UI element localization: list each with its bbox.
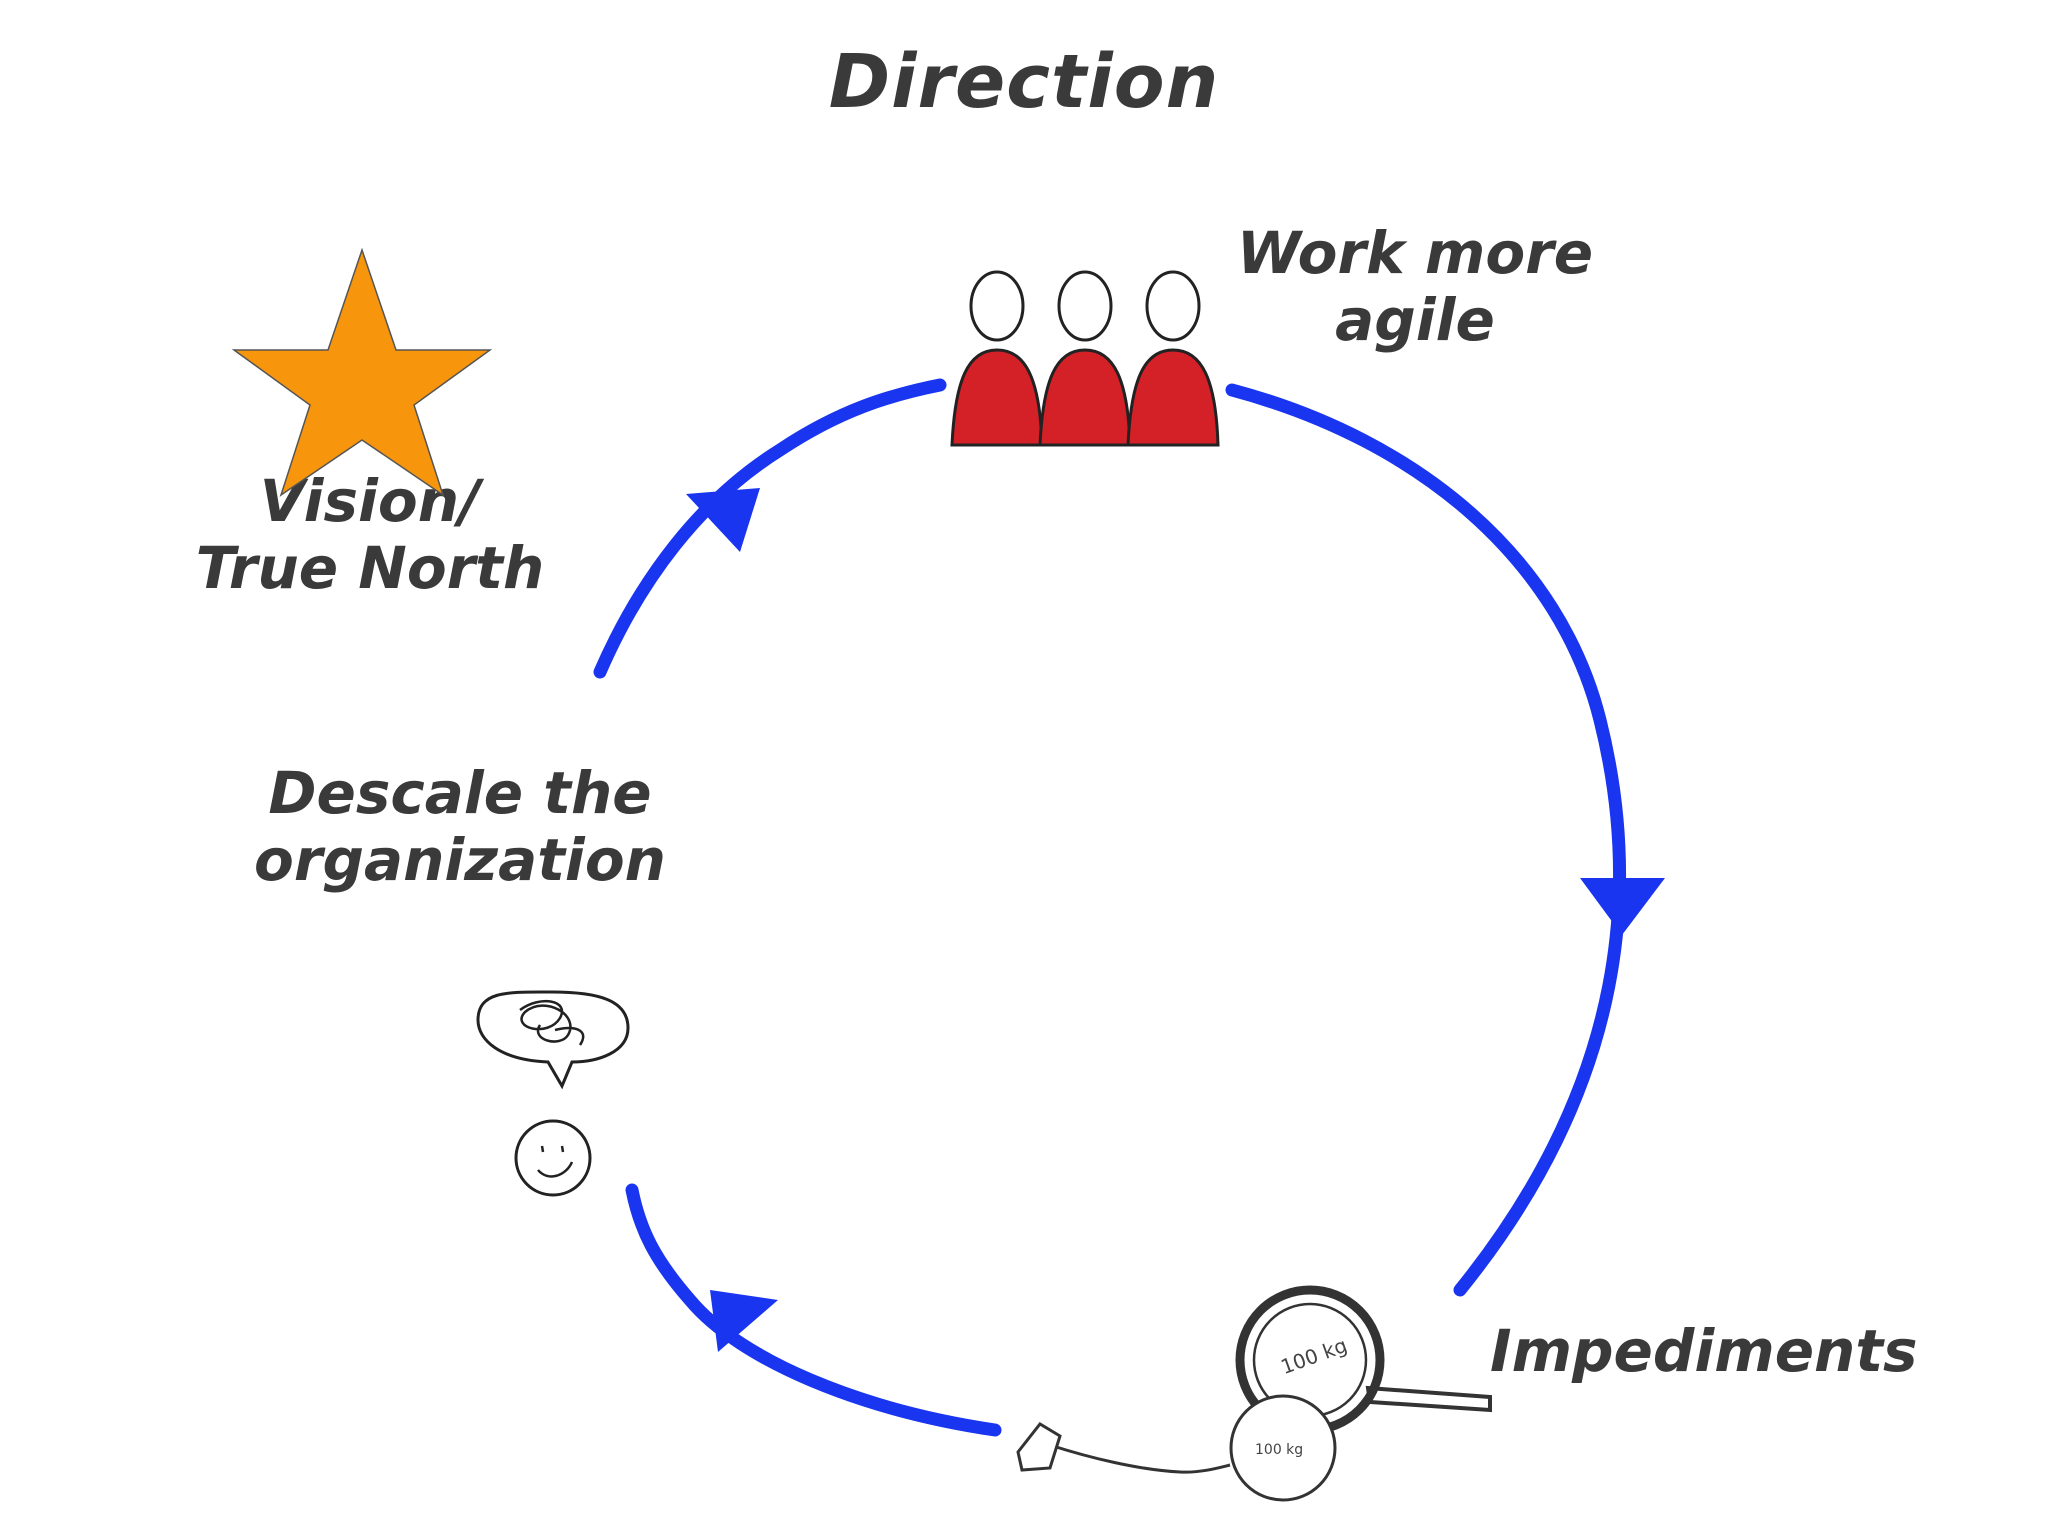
star-icon (231, 247, 493, 497)
cycle-arc-left (593, 378, 947, 679)
label-line: True North (195, 533, 545, 602)
label-line: organization (254, 825, 666, 894)
weight-ball (1229, 1394, 1337, 1502)
label-impediments: Impediments (1490, 1318, 1930, 1385)
label-work-more-agile: Work more agile (1215, 220, 1615, 353)
person-figure (1038, 270, 1132, 447)
label-line: agile (1335, 285, 1495, 354)
cycle-arrowheads (686, 488, 1665, 1352)
chain-icon (1049, 1443, 1231, 1474)
face-icon (514, 1119, 592, 1197)
arrowhead-top-left (686, 488, 760, 552)
cycle-arc-bottom (625, 1183, 1002, 1437)
arrowhead-bottom-left (710, 1290, 778, 1352)
label-descale: Descale the organization (230, 760, 690, 893)
magnifier-weight-icon (1016, 1285, 1492, 1502)
scribble-icon (519, 999, 585, 1046)
arrowhead-right (1580, 878, 1665, 935)
shackle-icon (1016, 1422, 1062, 1472)
thought-bubble (476, 990, 630, 1090)
magnifier-handle (1365, 1385, 1492, 1413)
confused-person-icon (476, 990, 630, 1197)
cycle-arcs (593, 378, 1627, 1437)
diagram-title: Direction (828, 39, 1220, 125)
face-eyes (540, 1145, 565, 1153)
person-figure (1126, 270, 1220, 447)
label-line: Impediments (1490, 1317, 1918, 1385)
person-figure (950, 270, 1044, 447)
label-vision: Vision/ True North (160, 468, 580, 601)
face-mouth (537, 1161, 574, 1178)
cycle-arc-right (1225, 383, 1627, 1297)
team-people-icon (950, 270, 1220, 447)
label-line: Work more (1236, 219, 1594, 287)
weight-label-ball: 100 kg (1255, 1442, 1303, 1458)
label-line: Descale the (268, 759, 652, 827)
